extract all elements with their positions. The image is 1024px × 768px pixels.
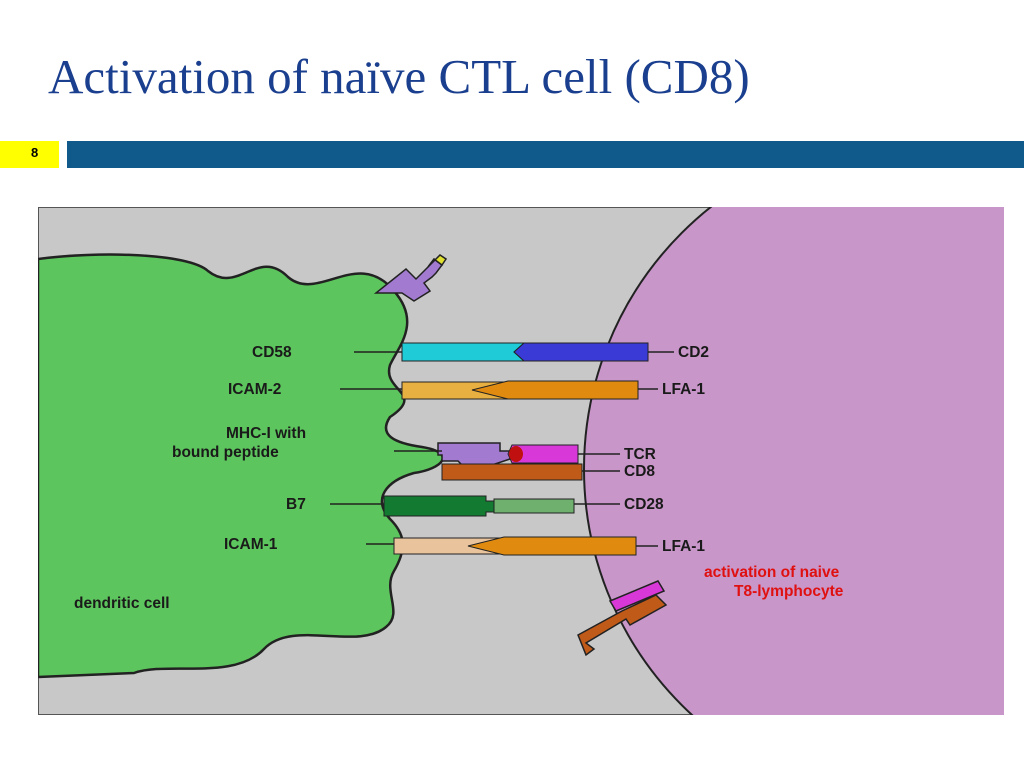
tcr-fragment <box>608 580 666 612</box>
label-cd2: CD2 <box>678 344 709 361</box>
slide-title: Activation of naïve CTL cell (CD8) <box>48 49 750 104</box>
label-lfa1-top: LFA-1 <box>662 381 705 398</box>
cd8-fragment <box>577 594 668 657</box>
cd28-bar <box>493 498 575 514</box>
header-band <box>67 141 1024 168</box>
tcr-bar <box>507 444 579 464</box>
label-mhc-line1: MHC-I with <box>226 425 306 442</box>
cd8-bar <box>441 463 583 481</box>
t-lymphocyte-cell <box>583 207 1004 715</box>
dendritic-cell <box>38 253 445 679</box>
lfa1-bottom-bar <box>467 536 637 556</box>
b7-bar <box>383 495 495 517</box>
label-mhc-line2: bound peptide <box>172 444 279 461</box>
label-tcr: TCR <box>624 446 656 463</box>
mhc-fragment-top <box>373 257 444 302</box>
cd2-bar <box>513 342 649 362</box>
lfa1-top-bar <box>471 380 639 400</box>
caption-line1: activation of naive <box>704 564 840 581</box>
caption-line2: T8-lymphocyte <box>734 583 844 600</box>
label-cd58: CD58 <box>252 344 292 361</box>
label-icam1: ICAM-1 <box>224 536 278 553</box>
diagram-figure: CD58 ICAM-2 MHC-I with bound peptide B7 … <box>38 207 1004 715</box>
peptide-dot <box>509 446 523 462</box>
label-lfa1-bottom: LFA-1 <box>662 538 705 555</box>
label-cd28: CD28 <box>624 496 664 513</box>
slide-number-box <box>0 141 59 168</box>
label-icam2: ICAM-2 <box>228 381 281 398</box>
diagram-svg: CD58 ICAM-2 MHC-I with bound peptide B7 … <box>38 207 1004 715</box>
mhc-fragment-top-tip <box>427 254 448 268</box>
cd58-bar <box>401 342 526 362</box>
label-b7: B7 <box>286 496 306 513</box>
label-cd8: CD8 <box>624 463 655 480</box>
connector-lines <box>330 351 674 547</box>
label-dendritic-cell: dendritic cell <box>74 595 170 612</box>
slide-number: 8 <box>31 145 39 160</box>
